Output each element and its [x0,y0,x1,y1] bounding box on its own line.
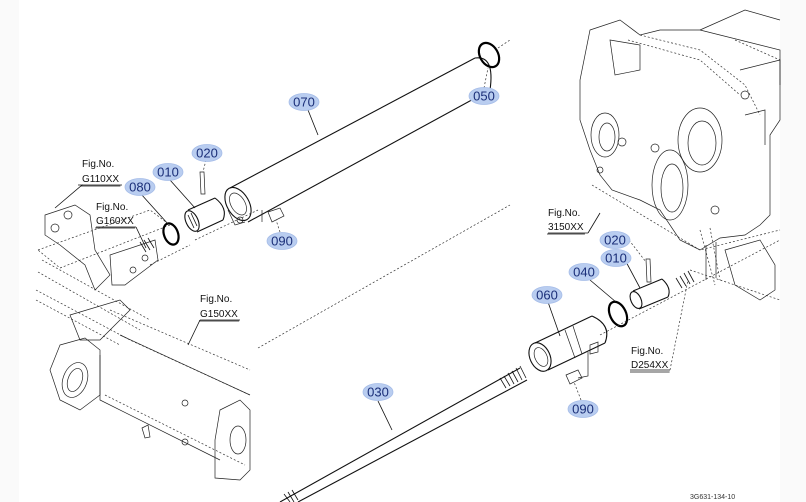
fig-label: Fig.No. [82,159,114,170]
part-label-020-left[interactable]: 020 [191,144,223,162]
left-sleeve-parts-drawing [139,171,285,253]
part-number: 040 [573,265,595,280]
part-number: 020 [196,146,218,161]
part-label-030[interactable]: 030 [362,383,394,401]
right-sleeve-parts-drawing [528,239,781,385]
left-margin-strip [0,0,19,502]
right-margin-strip [780,0,806,502]
part-number: 010 [157,165,179,180]
transmission-case-drawing [579,9,781,301]
fig-code: 3150XX [548,222,584,233]
part-number: 010 [605,251,627,266]
part-label-080[interactable]: 080 [124,178,156,196]
fig-label: Fig.No. [548,208,580,219]
fig-ref-g110[interactable]: Fig.No. G110XX [81,159,121,187]
fig-ref-d254[interactable]: Fig.No. D254XX [630,346,670,373]
fig-ref-g160[interactable]: Fig.No. G160XX [95,202,136,229]
part-label-020-right[interactable]: 020 [599,231,631,249]
fig-ref-3150[interactable]: Fig.No. 3150XX [547,208,585,235]
fig-code: G150XX [200,309,238,320]
part-label-010-left[interactable]: 010 [152,163,184,181]
part-number: 030 [367,385,389,400]
fig-label: Fig.No. [96,202,128,213]
part-label-040[interactable]: 040 [568,263,600,281]
part-number: 060 [536,288,558,303]
pipe-070-drawing [149,39,511,349]
part-label-060[interactable]: 060 [531,286,563,304]
shaft-030-drawing [279,365,528,502]
part-number: 090 [271,234,293,249]
leader-lines [54,67,689,431]
fig-code: D254XX [631,360,669,371]
part-label-090-left[interactable]: 090 [266,232,298,250]
part-number: 090 [572,402,594,417]
fig-label: Fig.No. [631,346,663,357]
part-number: 020 [604,233,626,248]
fig-code: G110XX [82,174,119,185]
part-label-010-right[interactable]: 010 [600,249,632,267]
part-number: 070 [293,95,315,110]
fig-code: G160XX [96,216,134,227]
drawing-code: 3G631-134-10 [690,494,735,501]
part-number: 080 [129,180,151,195]
part-label-090-right[interactable]: 090 [567,400,599,418]
part-label-070[interactable]: 070 [288,93,320,111]
fig-label: Fig.No. [200,294,232,305]
part-number: 050 [473,89,495,104]
part-label-050[interactable]: 050 [468,87,500,105]
axle-housing-drawing [35,204,251,481]
fig-ref-g150[interactable]: Fig.No. G150XX [199,294,240,322]
